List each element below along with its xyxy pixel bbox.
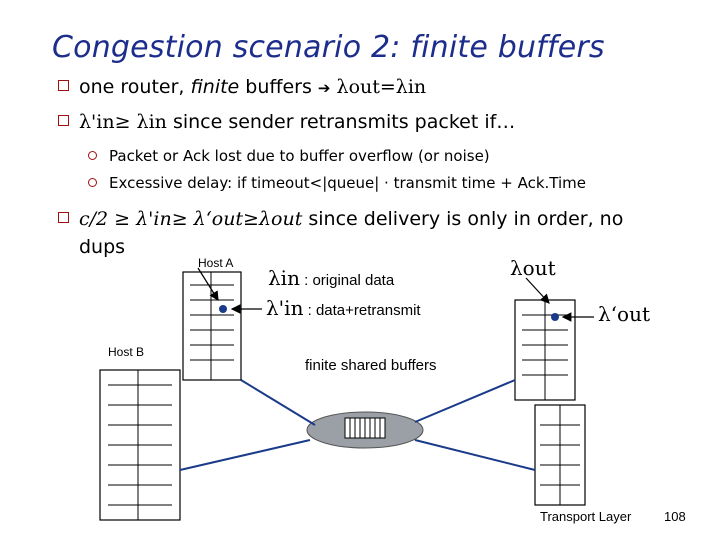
host-a-computer — [183, 272, 241, 380]
receiver-host-bottom — [535, 405, 585, 505]
lambda-in-symbol: λin — [268, 266, 300, 290]
lambda-out-label: λout — [510, 256, 556, 280]
page-number: 108 — [664, 509, 686, 524]
lambda-in-prime-label: λ'in : data+retransmit — [266, 296, 421, 320]
lambda-out-arrow — [526, 278, 549, 303]
lambda-in-prime-desc: : data+retransmit — [303, 302, 420, 319]
router — [307, 412, 423, 448]
receiver-host-top — [515, 300, 575, 400]
router-label: finite shared buffers — [305, 357, 436, 374]
footer-course: Transport Layer — [540, 509, 631, 524]
host-a-label: Host A — [198, 256, 233, 270]
host-b-label: Host B — [108, 345, 144, 359]
lambda-in-desc: : original data — [300, 272, 394, 289]
lambda-in-prime-symbol: λ'in — [266, 296, 303, 320]
host-b-computer — [100, 370, 180, 520]
lambda-in-label: λin : original data — [268, 266, 394, 290]
lambda-out-prime-label: λ‘out — [598, 302, 650, 326]
